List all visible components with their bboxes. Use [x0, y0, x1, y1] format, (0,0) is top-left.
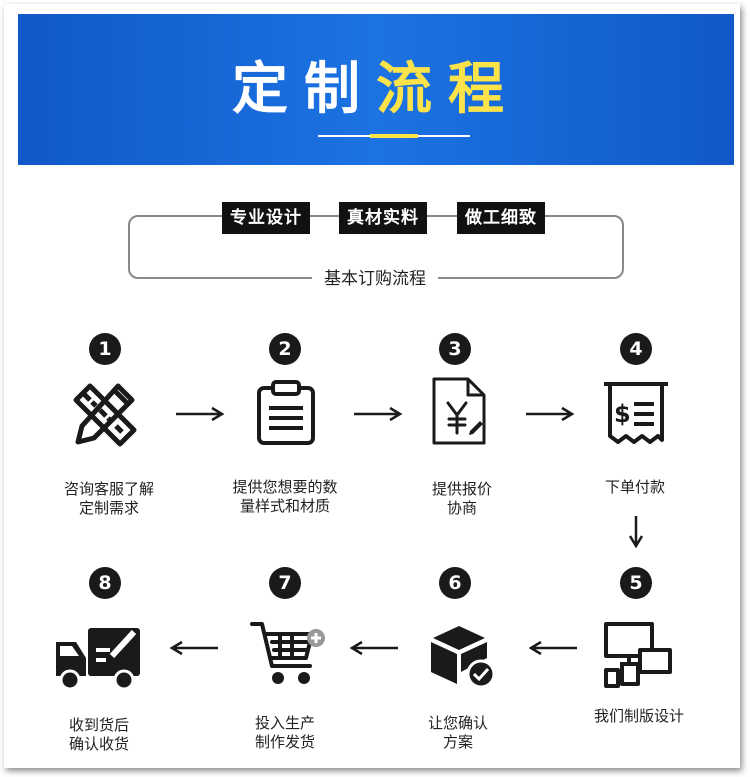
header-banner: 定制流程 [18, 14, 734, 165]
arrow-right-icon [526, 406, 575, 422]
step-3-label: 提供报价 协商 [431, 480, 492, 517]
step-4-label: 下单付款 [604, 478, 665, 496]
step-1-label: 咨询客服了解 定制需求 [63, 480, 154, 517]
banner-title-part1: 定制 [232, 57, 376, 122]
step-2-number: 2 [269, 333, 301, 365]
arrow-left-icon [169, 640, 218, 656]
step-4-number: 4 [620, 333, 652, 365]
section-subtitle: 基本订购流程 [0, 264, 750, 289]
clipboard-icon [257, 380, 315, 445]
step-3-number: 3 [439, 333, 471, 365]
step-1-number: 1 [89, 333, 121, 365]
step-5-label: 我们制版设计 [593, 707, 684, 725]
box-check-icon [431, 626, 496, 689]
step-8-label: 收到货后 确认收货 [68, 716, 129, 753]
step-7-label: 投入生产 制作发货 [254, 714, 315, 751]
step-5-number: 5 [620, 567, 652, 599]
svg-text:$: $ [614, 400, 631, 428]
step-6-number: 6 [439, 567, 471, 599]
step-2-label: 提供您想要的数 量样式和材质 [232, 478, 338, 515]
step-8-number: 8 [89, 567, 121, 599]
step-7-number: 7 [269, 567, 301, 599]
tag-fine-workmanship: 做工细致 [457, 202, 545, 234]
arrow-left-icon [349, 640, 398, 656]
ruler-pencil-icon [73, 383, 137, 447]
arrow-right-icon [176, 406, 225, 422]
yuan-document-icon [432, 377, 486, 445]
banner-title-part2: 流程 [376, 57, 520, 122]
tag-professional-design: 专业设计 [222, 202, 310, 234]
arrow-right-icon [354, 406, 403, 422]
arrow-down-icon [628, 516, 644, 548]
monitor-devices-icon [604, 622, 672, 688]
receipt-icon: $ [604, 382, 668, 444]
subtitle-text: 基本订购流程 [312, 269, 438, 289]
tag-genuine-materials: 真材实料 [339, 202, 427, 234]
delivery-truck-icon [56, 628, 140, 691]
cart-add-icon [250, 622, 325, 684]
arrow-left-icon [528, 640, 577, 656]
banner-divider-accent [370, 134, 418, 138]
banner-title: 定制流程 [18, 58, 734, 122]
step-6-label: 让您确认 方案 [427, 714, 488, 751]
